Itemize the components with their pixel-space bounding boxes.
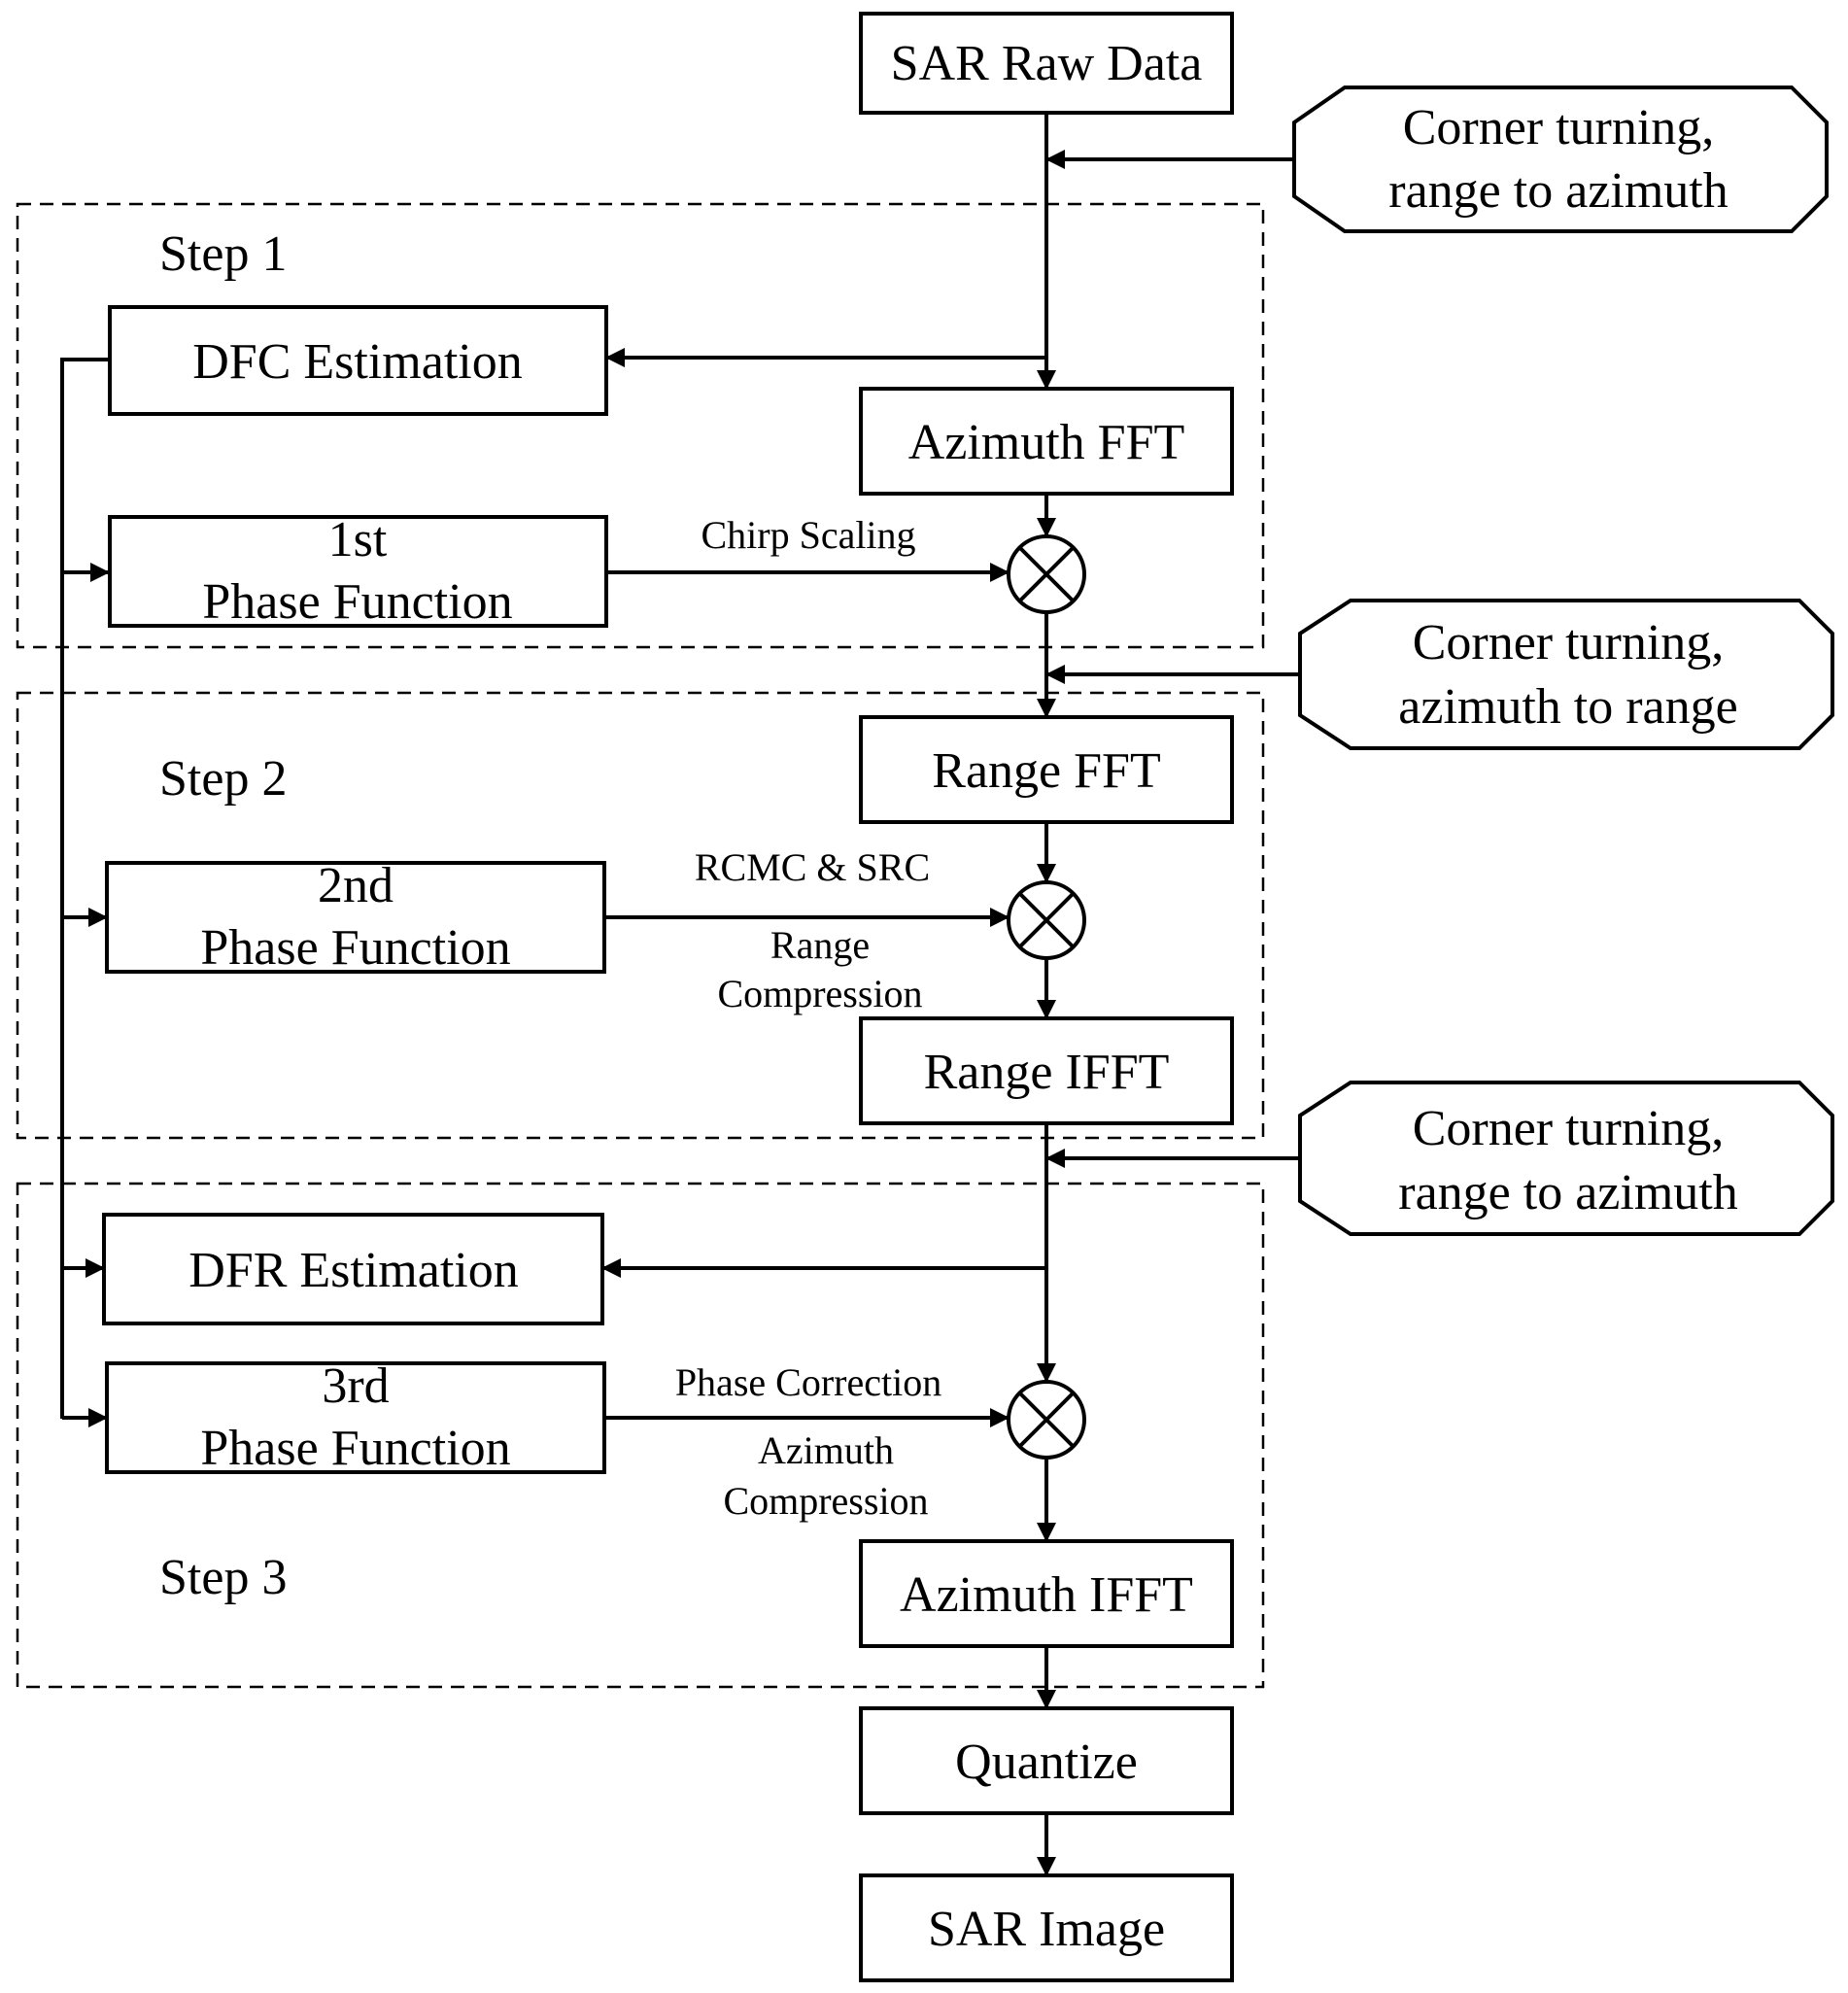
node-corner-turning-1: Corner turning, range to azimuth (1292, 86, 1829, 233)
svg-text:azimuth to range: azimuth to range (1398, 679, 1737, 735)
node-azimuth-ifft: Azimuth IFFT (859, 1539, 1234, 1648)
svg-text:Phase Function: Phase Function (202, 574, 512, 630)
svg-text:Corner turning,: Corner turning, (1403, 100, 1715, 155)
svg-text:Corner turning,: Corner turning, (1413, 1101, 1725, 1156)
node-range-ifft: Range IFFT (859, 1016, 1234, 1125)
step3-label: Step 3 (159, 1550, 287, 1605)
node-dfr-estimation: DFR Estimation (102, 1213, 604, 1325)
node-phase-function-2: 2nd Phase Function (105, 858, 606, 976)
svg-text:Quantize: Quantize (955, 1735, 1138, 1790)
label-rcmc-src: RCMC & SRC (695, 845, 930, 889)
label-chirp-scaling: Chirp Scaling (701, 513, 915, 557)
label-range-compression-1: Range (770, 923, 870, 967)
node-sar-raw-data: SAR Raw Data (859, 12, 1234, 115)
svg-text:Phase Function: Phase Function (200, 1421, 510, 1476)
svg-text:Phase Function: Phase Function (200, 920, 510, 976)
svg-text:Range FFT: Range FFT (932, 743, 1160, 799)
edge-dfc-bus (60, 358, 110, 1419)
multiplier-3 (1007, 1380, 1086, 1460)
svg-text:SAR Image: SAR Image (928, 1902, 1165, 1957)
node-phase-function-3: 3rd Phase Function (105, 1358, 606, 1476)
svg-text:Range IFFT: Range IFFT (924, 1045, 1170, 1100)
node-azimuth-fft: Azimuth FFT (859, 387, 1234, 496)
svg-text:1st: 1st (328, 512, 388, 567)
node-sar-image: SAR Image (859, 1873, 1234, 1982)
label-azimuth-compression-1: Azimuth (758, 1428, 894, 1472)
node-dfc-estimation: DFC Estimation (108, 305, 608, 416)
label-azimuth-compression-2: Compression (723, 1479, 928, 1523)
step2-region (16, 691, 1265, 1140)
svg-text:range to azimuth: range to azimuth (1398, 1165, 1737, 1220)
label-range-compression-2: Compression (717, 972, 922, 1015)
svg-text:Azimuth FFT: Azimuth FFT (908, 415, 1185, 470)
svg-text:Azimuth IFFT: Azimuth IFFT (900, 1567, 1193, 1623)
svg-text:3rd: 3rd (322, 1358, 389, 1414)
node-corner-turning-3: Corner turning, range to azimuth (1298, 1081, 1834, 1236)
svg-text:range to azimuth: range to azimuth (1388, 163, 1728, 219)
svg-text:DFR Estimation: DFR Estimation (188, 1243, 518, 1298)
svg-text:2nd: 2nd (318, 858, 394, 913)
multiplier-1 (1007, 534, 1086, 614)
svg-text:SAR Raw Data: SAR Raw Data (891, 36, 1203, 91)
step3-region (16, 1182, 1265, 1689)
node-phase-function-1: 1st Phase Function (108, 512, 608, 630)
multiplier-2 (1007, 880, 1086, 960)
step1-region (16, 202, 1265, 649)
step2-label: Step 2 (159, 751, 287, 807)
step1-label: Step 1 (159, 226, 287, 282)
node-range-fft: Range FFT (859, 715, 1234, 824)
svg-text:Corner turning,: Corner turning, (1413, 615, 1725, 670)
node-corner-turning-2: Corner turning, azimuth to range (1298, 599, 1834, 750)
label-phase-correction: Phase Correction (675, 1360, 941, 1404)
node-quantize: Quantize (859, 1706, 1234, 1815)
svg-text:DFC Estimation: DFC Estimation (192, 334, 522, 390)
